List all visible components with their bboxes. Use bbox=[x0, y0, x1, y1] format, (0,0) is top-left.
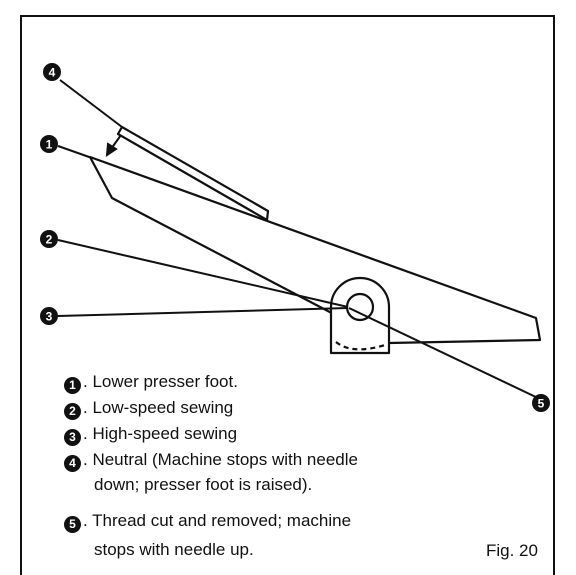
svg-text:5: 5 bbox=[538, 397, 545, 411]
leader-5 bbox=[348, 307, 541, 400]
marker-1: 1 bbox=[40, 135, 58, 153]
legend-number-5: 5 bbox=[64, 516, 81, 533]
legend-item-thread-cut-continued: stops with needle up. bbox=[94, 540, 254, 559]
legend-text: . Neutral (Machine stops with needle bbox=[83, 450, 358, 469]
marker-5: 5 bbox=[532, 394, 550, 412]
neutral-arrow-head bbox=[105, 142, 118, 157]
svg-text:1: 1 bbox=[46, 138, 53, 152]
pedal-body bbox=[88, 155, 542, 345]
leader-4 bbox=[59, 79, 123, 128]
svg-text:4: 4 bbox=[49, 66, 56, 80]
svg-text:3: 3 bbox=[46, 310, 53, 324]
legend-text: . Thread cut and removed; machine bbox=[83, 511, 352, 530]
legend-text: . Lower presser foot. bbox=[83, 372, 238, 391]
leader-3 bbox=[57, 307, 349, 317]
marker-2: 2 bbox=[40, 230, 58, 248]
hinge-dashed-curve bbox=[335, 341, 386, 351]
legend-item-low-speed: 2. Low-speed sewing bbox=[64, 398, 233, 420]
legend-item-thread-cut: 5. Thread cut and removed; machine bbox=[64, 511, 351, 533]
legend-item-neutral: 4. Neutral (Machine stops with needle bbox=[64, 450, 358, 472]
figure-frame bbox=[20, 15, 555, 575]
svg-text:2: 2 bbox=[46, 233, 53, 247]
leader-2 bbox=[57, 239, 349, 308]
hinge-pin bbox=[345, 292, 375, 322]
legend-number-2: 2 bbox=[64, 403, 81, 420]
legend-number-1: 1 bbox=[64, 377, 81, 394]
figure-label: Fig. 20 bbox=[486, 541, 538, 560]
legend-item-lower-presser-foot: 1. Lower presser foot. bbox=[64, 372, 238, 394]
legend-text: . Low-speed sewing bbox=[83, 398, 234, 417]
leader-1 bbox=[57, 145, 93, 159]
legend-number-3: 3 bbox=[64, 429, 81, 446]
marker-4: 4 bbox=[43, 63, 61, 81]
legend-number-4: 4 bbox=[64, 455, 81, 472]
legend-item-high-speed: 3. High-speed sewing bbox=[64, 424, 237, 446]
legend-item-neutral-continued: down; presser foot is raised). bbox=[94, 475, 313, 494]
legend-text: . High-speed sewing bbox=[83, 424, 238, 443]
marker-3: 3 bbox=[40, 307, 58, 325]
